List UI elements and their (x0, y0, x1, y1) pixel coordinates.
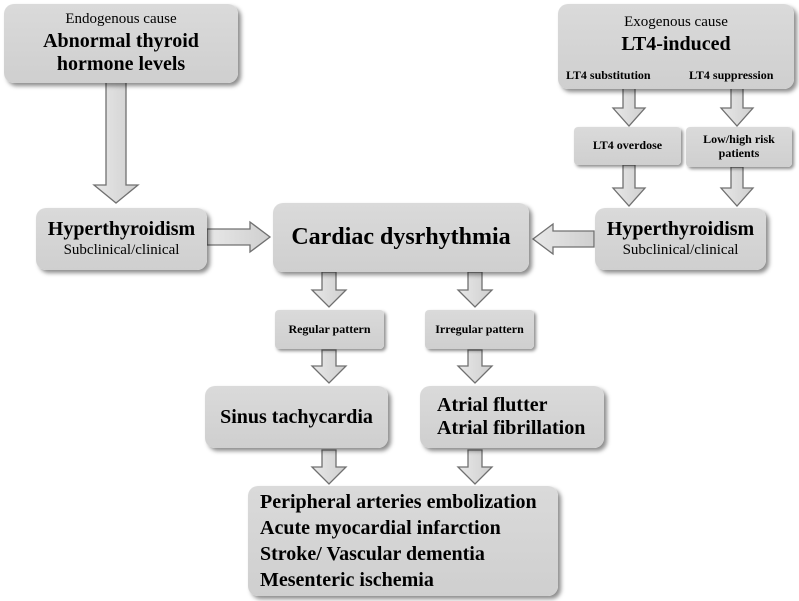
hyperthyroidism-left-box: Hyperthyroidism Subclinical/clinical (36, 208, 207, 270)
arrow-left-to-center (206, 220, 272, 254)
endogenous-title-line2: hormone levels (56, 53, 186, 76)
outcomes-box: Peripheral arteries embolization Acute m… (248, 486, 558, 596)
hyperthyroidism-left-subtitle: Subclinical/clinical (63, 242, 180, 259)
arrow-risk-down (719, 166, 755, 207)
endogenous-cause-box: Endogenous cause Abnormal thyroid hormon… (4, 4, 238, 83)
lt4-substitution-label: LT4 substitution (566, 68, 651, 82)
exogenous-title: LT4-induced (621, 33, 731, 56)
outcome-item: Stroke/ Vascular dementia (260, 542, 485, 565)
risk-patients-line1: Low/high risk (703, 132, 775, 147)
endogenous-caption: Endogenous cause (65, 10, 177, 27)
arrow-regular-to-sinus (310, 349, 348, 384)
atrial-flutter-label: Atrial flutter (437, 394, 548, 416)
sinus-tachycardia-box: Sinus tachycardia (205, 386, 388, 448)
arrow-overdose-down (611, 164, 647, 207)
arrow-center-to-irregular (456, 271, 494, 308)
lt4-overdose-label: LT4 overdose (592, 138, 663, 153)
hyperthyroidism-left-title: Hyperthyroidism (47, 218, 196, 241)
irregular-pattern-label: Irregular pattern (435, 321, 524, 336)
hyperthyroidism-right-title: Hyperthyroidism (606, 218, 755, 241)
hyperthyroidism-right-box: Hyperthyroidism Subclinical/clinical (595, 208, 766, 270)
outcome-item: Acute myocardial infarction (260, 516, 501, 539)
arrow-right-to-center (531, 222, 595, 256)
arrow-substitution-down (611, 87, 647, 127)
cardiac-dysrhythmia-title: Cardiac dysrhythmia (291, 223, 511, 250)
lt4-overdose-box: LT4 overdose (574, 127, 681, 165)
arrow-suppression-down (719, 87, 755, 127)
sinus-tachycardia-label: Sinus tachycardia (220, 405, 373, 428)
arrow-center-to-regular (310, 271, 348, 308)
atrial-arrhythmia-box: Atrial flutter Atrial fibrillation (420, 386, 604, 448)
arrow-atrial-to-outcomes (456, 449, 494, 485)
risk-patients-line2: patients (718, 146, 760, 160)
cardiac-dysrhythmia-box: Cardiac dysrhythmia (273, 203, 529, 272)
hyperthyroidism-right-subtitle: Subclinical/clinical (622, 242, 739, 259)
irregular-pattern-box: Irregular pattern (425, 310, 534, 349)
arrow-sinus-to-outcomes (310, 449, 348, 485)
regular-pattern-label: Regular pattern (288, 321, 371, 336)
exogenous-cause-box: Exogenous cause LT4-induced (558, 4, 794, 89)
arrow-endogenous-down (92, 81, 140, 204)
atrial-fibrillation-label: Atrial fibrillation (437, 417, 586, 439)
regular-pattern-box: Regular pattern (275, 310, 384, 349)
outcome-item: Peripheral arteries embolization (260, 490, 537, 513)
endogenous-title-line1: Abnormal thyroid (43, 30, 199, 53)
risk-patients-box: Low/high risk patients (686, 127, 792, 167)
exogenous-caption: Exogenous cause (624, 14, 728, 30)
outcome-item: Mesenteric ischemia (260, 568, 434, 591)
arrow-irregular-to-atrial (456, 349, 494, 384)
lt4-suppression-label: LT4 suppression (689, 68, 774, 82)
